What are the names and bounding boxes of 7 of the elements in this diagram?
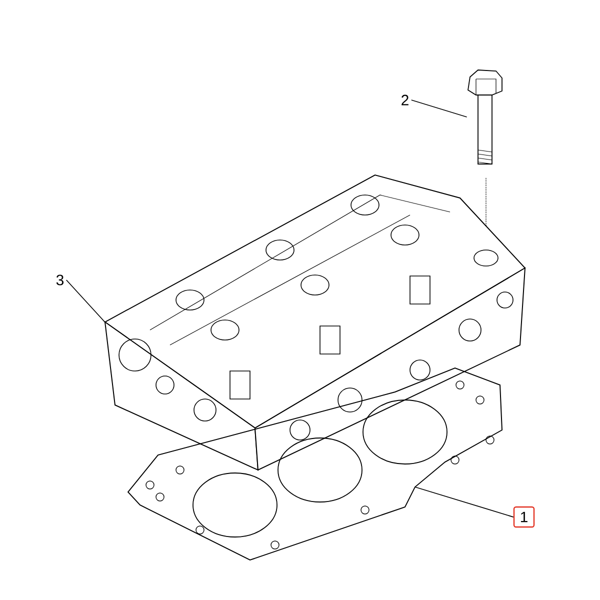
callout-number: 1 <box>513 506 535 528</box>
bolt-drawing <box>468 70 502 164</box>
callout-number: 3 <box>56 274 64 286</box>
leader-line <box>66 280 106 322</box>
callout-number: 2 <box>402 94 408 106</box>
leader-line <box>410 100 468 118</box>
leader-line <box>414 486 514 518</box>
